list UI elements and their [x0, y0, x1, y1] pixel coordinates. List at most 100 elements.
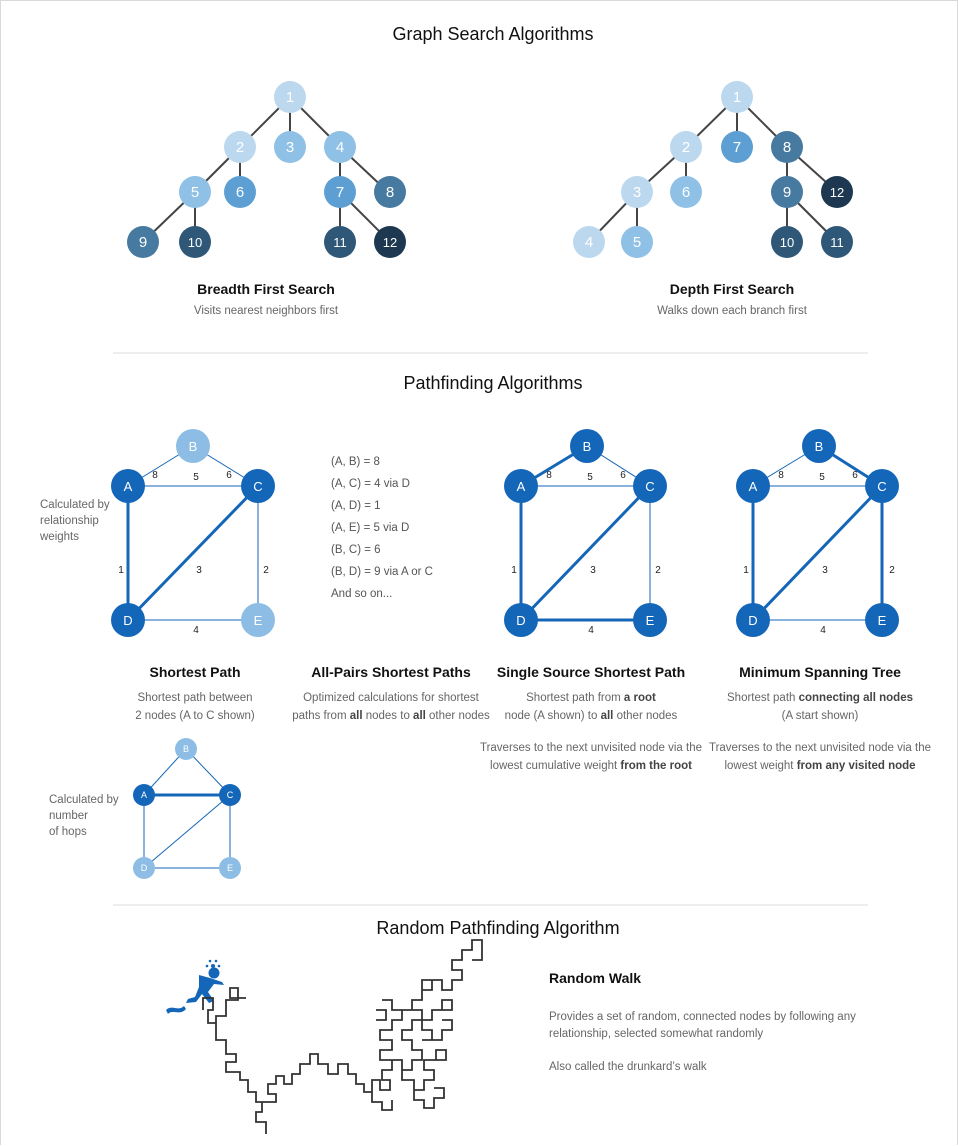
svg-text:2: 2 [682, 139, 690, 156]
svg-text:(B, D) = 9 via A or C: (B, D) = 9 via A or C [331, 566, 433, 578]
mst-sub2: (A start shown) [782, 710, 859, 722]
svg-text:3: 3 [286, 139, 294, 156]
svg-text:D: D [123, 613, 132, 628]
sssp-title: Single Source Shortest Path [497, 664, 685, 680]
svg-text:2: 2 [655, 565, 661, 576]
svg-text:E: E [254, 613, 263, 628]
drunkard-walker-icon [166, 959, 224, 1014]
svg-text:3: 3 [196, 565, 202, 576]
mst-note2: lowest weight from any visited node [724, 760, 915, 772]
svg-text:1: 1 [733, 89, 741, 106]
svg-text:A: A [517, 479, 526, 494]
svg-text:9: 9 [139, 234, 147, 251]
svg-text:6: 6 [682, 184, 690, 201]
dfs-node-10: 10 [771, 226, 803, 258]
all-pairs-title: All-Pairs Shortest Paths [311, 664, 471, 680]
dfs-node-3: 3 [621, 176, 653, 208]
svg-text:number: number [49, 810, 88, 822]
bfs-node-1: 1 [274, 81, 306, 113]
svg-text:4: 4 [585, 234, 593, 251]
svg-text:D: D [141, 863, 148, 873]
svg-text:C: C [645, 479, 654, 494]
svg-text:6: 6 [226, 470, 232, 481]
svg-text:And so on...: And so on... [331, 588, 392, 600]
dfs-node-4: 4 [573, 226, 605, 258]
svg-text:7: 7 [336, 184, 344, 201]
svg-text:E: E [878, 613, 887, 628]
sssp-note1: Traverses to the next unvisited node via… [480, 742, 702, 754]
svg-text:6: 6 [852, 470, 858, 481]
bfs-nodes: 1 2 3 4 5 6 7 8 9 10 11 12 [127, 81, 406, 258]
svg-text:8: 8 [783, 139, 791, 156]
dfs-edges [588, 96, 838, 243]
dfs-node-7: 7 [721, 131, 753, 163]
svg-text:A: A [141, 790, 147, 800]
svg-text:12: 12 [383, 235, 397, 250]
graph-mst: 8 6 5 1 3 2 4 A B C D E [736, 429, 899, 637]
side-label-hops: Calculated by number of hops [49, 794, 119, 838]
dfs-node-9: 9 [771, 176, 803, 208]
svg-text:4: 4 [193, 625, 199, 636]
svg-text:E: E [227, 863, 233, 873]
shortest-path-sub2: 2 nodes (A to C shown) [135, 710, 255, 722]
svg-text:Calculated by: Calculated by [49, 794, 119, 806]
section-title-random: Random Pathfinding Algorithm [376, 918, 619, 938]
bfs-node-9: 9 [127, 226, 159, 258]
svg-text:7: 7 [733, 139, 741, 156]
svg-text:D: D [516, 613, 525, 628]
svg-text:5: 5 [819, 472, 825, 483]
svg-text:3: 3 [590, 565, 596, 576]
svg-text:B: B [183, 744, 189, 754]
svg-text:E: E [646, 613, 655, 628]
bfs-node-8: 8 [374, 176, 406, 208]
svg-text:1: 1 [118, 565, 124, 576]
svg-text:B: B [189, 439, 198, 454]
svg-text:B: B [815, 439, 824, 454]
sssp-sub1: Shortest path from a root [526, 692, 656, 704]
bfs-node-5: 5 [179, 176, 211, 208]
svg-text:A: A [124, 479, 133, 494]
bfs-node-2: 2 [224, 131, 256, 163]
svg-text:(A, C) = 4 via D: (A, C) = 4 via D [331, 478, 410, 490]
svg-text:4: 4 [336, 139, 344, 156]
svg-text:1: 1 [511, 565, 517, 576]
svg-text:8: 8 [546, 470, 552, 481]
svg-text:9: 9 [783, 184, 791, 201]
dfs-nodes: 1 2 7 8 3 6 9 12 4 5 10 11 [573, 81, 853, 258]
svg-text:4: 4 [588, 625, 594, 636]
svg-text:1: 1 [743, 565, 749, 576]
dfs-title: Depth First Search [670, 281, 794, 297]
svg-text:5: 5 [191, 184, 199, 201]
bfs-node-11: 11 [324, 226, 356, 258]
section-title-pathfinding: Pathfinding Algorithms [403, 373, 582, 393]
random-walk-desc1: Provides a set of random, connected node… [549, 1011, 856, 1023]
svg-text:1: 1 [286, 89, 294, 106]
svg-text:B: B [583, 439, 592, 454]
svg-text:8: 8 [778, 470, 784, 481]
random-walk-title: Random Walk [549, 970, 641, 986]
bfs-subtitle: Visits nearest neighbors first [194, 305, 339, 317]
dfs-node-5: 5 [621, 226, 653, 258]
shortest-path-title: Shortest Path [149, 664, 240, 680]
graph-hops: A B C D E [133, 738, 241, 879]
svg-text:8: 8 [152, 470, 158, 481]
all-pairs-sub2: paths from all nodes to all other nodes [292, 710, 490, 722]
svg-text:5: 5 [633, 234, 641, 251]
svg-text:relationship: relationship [40, 515, 99, 527]
svg-text:(B, C) = 6: (B, C) = 6 [331, 544, 381, 556]
svg-text:10: 10 [188, 235, 202, 250]
random-walk-desc3: Also called the drunkard’s walk [549, 1061, 707, 1073]
bfs-node-6: 6 [224, 176, 256, 208]
dfs-node-12: 12 [821, 176, 853, 208]
svg-text:4: 4 [820, 625, 826, 636]
dfs-node-1: 1 [721, 81, 753, 113]
section-title-graph-search: Graph Search Algorithms [392, 24, 593, 44]
shortest-path-sub1: Shortest path between [137, 692, 252, 704]
bfs-node-3: 3 [274, 131, 306, 163]
random-walk-desc2: relationship, selected somewhat randomly [549, 1028, 763, 1040]
bfs-node-12: 12 [374, 226, 406, 258]
svg-text:C: C [877, 479, 886, 494]
svg-text:2: 2 [263, 565, 269, 576]
